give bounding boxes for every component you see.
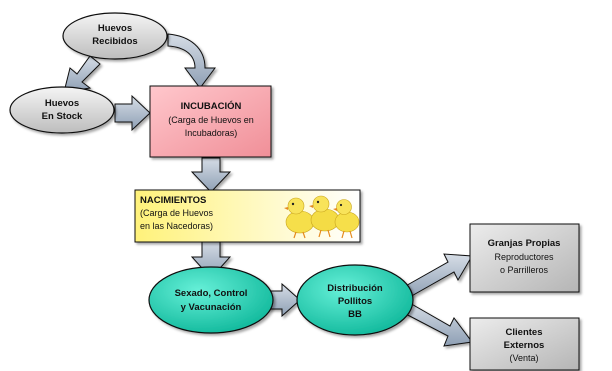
node-granjas-line2: o Parrilleros [500,265,549,275]
node-distribucion: Distribución Pollitos BB [296,264,414,336]
arrow-incubacion-to-nacimientos [190,157,232,193]
node-nacimientos-line1: (Carga de Huevos [140,208,214,218]
node-huevos-stock-line1: Huevos [45,98,79,109]
node-incubacion-line2: Incubadoras) [185,128,238,138]
node-huevos-stock: Huevos En Stock [9,86,115,134]
node-clientes-line1: (Venta) [509,353,538,363]
node-distribucion-line3: BB [348,309,362,320]
node-distribucion-line1: Distribución [327,283,383,294]
node-nacimientos-line2: en las Nacedoras) [140,221,213,231]
node-incubacion-title: INCUBACIÓN [181,100,242,112]
node-distribucion-line2: Pollitos [338,296,372,307]
node-granjas-title: Granjas Propias [488,238,561,249]
chick-icon [333,199,360,239]
arrow-distribucion-to-clientes [401,301,473,347]
node-granjas-line1: Reproductores [494,252,554,262]
arrow-stock-to-incubacion [114,94,151,132]
node-granjas-propias: Granjas Propias Reproductores o Parrille… [469,223,580,293]
node-nacimientos-title: NACIMIENTOS [140,195,206,206]
node-incubacion-line1: (Carga de Huevos en [168,115,254,125]
node-huevos-recibidos-line1: Huevos [98,23,132,34]
node-incubacion: INCUBACIÓN (Carga de Huevos en Incubador… [149,85,272,158]
node-sexado-line1: Sexado, Control [175,288,248,299]
node-sexado: Sexado, Control y Vacunación [148,266,274,334]
arrow-recibidos-to-incubacion [167,33,216,89]
arrow-recibidos-to-stock [63,55,101,93]
node-huevos-recibidos-line2: Recibidos [92,36,137,47]
arrow-distribucion-to-granjas [401,253,473,299]
node-clientes-externos: Clientes Externos (Venta) [469,317,580,371]
node-huevos-stock-line2: En Stock [42,111,83,122]
node-clientes-title1: Clientes [506,327,543,338]
node-sexado-line2: y Vacunación [181,302,242,313]
node-huevos-recibidos: Huevos Recibidos [62,12,168,60]
node-nacimientos: NACIMIENTOS (Carga de Huevos en las Nace… [134,189,361,243]
chicks-illustration [284,195,360,239]
node-clientes-title2: Externos [504,340,545,351]
chick-icon [284,197,315,239]
